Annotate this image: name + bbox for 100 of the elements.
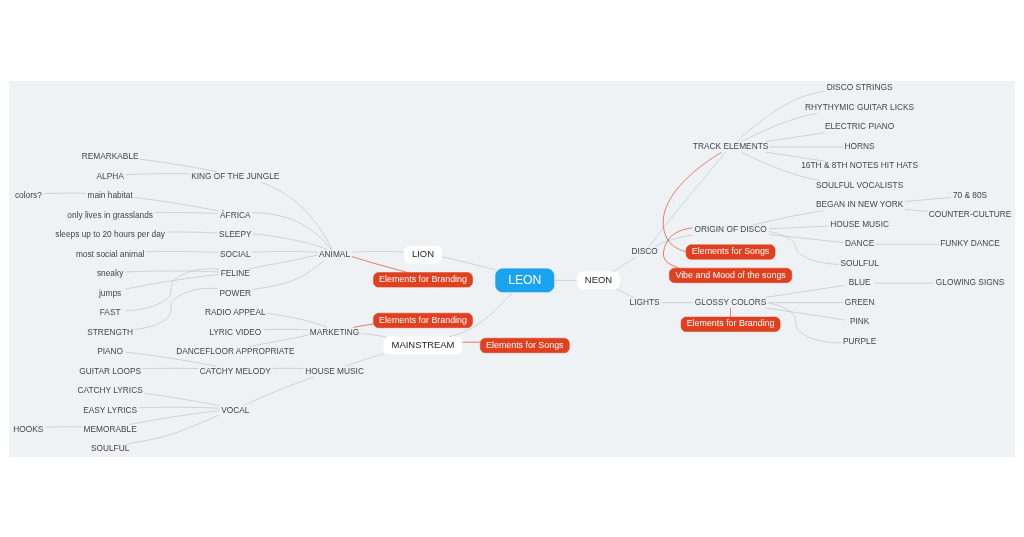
node-text: GREEN: [844, 296, 875, 307]
node-box: MAINSTREAM: [383, 336, 463, 354]
connector: [146, 250, 219, 253]
node-text: BLUE: [848, 276, 871, 287]
node-text: DISCO: [631, 245, 658, 256]
node-box: Elements for Branding: [373, 271, 473, 287]
node-text: HORNS: [844, 140, 875, 151]
connector: [261, 181, 333, 250]
node-text: ELECTRIC PIANO: [824, 120, 895, 131]
node-text: SOCIAL: [220, 248, 251, 259]
node-text: LIGHTS: [629, 296, 660, 307]
connector: [262, 328, 309, 330]
connector: [134, 287, 219, 330]
connector: [126, 414, 220, 445]
node-text: CATCHY LYRICS: [77, 384, 143, 395]
node-box: Vibe and Mood of the songs: [669, 267, 793, 283]
connector: [124, 273, 220, 290]
connector: [144, 392, 220, 406]
node-text: FUNKY DANCE: [940, 237, 1000, 248]
node-text: PINK: [849, 315, 870, 326]
connector: [344, 352, 384, 367]
node-text: EASY LYRICS: [83, 404, 138, 414]
node-text: ORIGIN OF DISCO: [694, 223, 767, 234]
node-text: FAST: [99, 306, 121, 317]
connector: [266, 312, 328, 328]
node-text: KING OF THE JUNGLE: [191, 170, 280, 181]
connector: [441, 256, 496, 270]
connector: [351, 255, 408, 273]
node-text: 16TH & 8TH NOTES HIT HATS: [801, 159, 919, 170]
node-box: LEON: [495, 267, 555, 292]
node-text: colors?: [14, 189, 42, 200]
connector: [765, 307, 845, 320]
node-text: TRACK ELEMENTS: [692, 140, 769, 151]
node-text: 70 & 80S: [952, 189, 988, 200]
connector: [736, 90, 826, 142]
connector: [352, 323, 374, 328]
node-text: FELINE: [220, 267, 250, 278]
node-box: NEON: [576, 271, 621, 289]
connector: [741, 151, 821, 181]
connector: [351, 250, 405, 252]
node-text: MEMORABLE: [83, 423, 137, 434]
connector: [360, 332, 387, 337]
node-box: Elements for Songs: [685, 244, 776, 260]
node-text: SOULFUL: [840, 257, 879, 268]
connector: [248, 334, 309, 347]
node-box: LION: [403, 245, 443, 264]
connector: [139, 158, 217, 172]
connector: [663, 151, 722, 252]
connector: [252, 259, 326, 290]
node-text: GLOSSY COLORS: [694, 296, 767, 307]
connector: [248, 254, 318, 269]
connector: [654, 234, 693, 247]
connector: [752, 209, 824, 225]
connector: [768, 233, 844, 243]
connector: [462, 341, 481, 343]
node-text: STRENGTH: [87, 326, 134, 337]
node-text: only lives in grasslands: [67, 209, 153, 220]
node-text: CATCHY MELODY: [199, 365, 271, 376]
node-text: GUITAR LOOPS: [79, 365, 142, 376]
connector: [730, 307, 731, 317]
node-text: ANIMAL: [319, 248, 351, 259]
node-text: SOULFUL VOCALISTS: [816, 179, 904, 190]
node-box: Elements for Branding: [680, 316, 781, 332]
connector: [768, 230, 840, 265]
node-text: HOUSE MUSIC: [305, 365, 364, 376]
connector: [765, 284, 845, 298]
node-text: VOCAL: [221, 404, 250, 414]
connector: [768, 302, 842, 343]
node-text: RADIO APPEAL: [204, 306, 266, 317]
connector: [904, 196, 952, 202]
node-text: SOULFUL: [90, 442, 130, 453]
connector: [612, 256, 636, 272]
node-text: RHYTHYMIC GUITAR LICKS: [805, 101, 915, 112]
connector: [648, 151, 726, 247]
node-box: Elements for Songs: [480, 337, 570, 353]
connector: [154, 211, 219, 214]
node-text: PURPLE: [842, 335, 877, 346]
node-text: GLOWING SIGNS: [935, 276, 1005, 287]
node-text: LYRIC VIDEO: [209, 326, 262, 337]
node-text: POWER: [219, 287, 252, 298]
node-text: DISCO STRINGS: [826, 81, 893, 92]
node-text: COUNTER-CULTURE: [928, 208, 1012, 219]
node-text: HOUSE MUSIC: [830, 218, 890, 229]
connector: [663, 227, 693, 268]
node-text: REMARKABLE: [81, 150, 139, 161]
node-text: ÁFRICA: [220, 209, 251, 220]
node-text: jumps: [99, 287, 122, 298]
node-text: DANCE: [845, 237, 875, 248]
connector: [252, 211, 332, 250]
node-text: sleeps up to 20 hours per day: [55, 228, 165, 239]
connector: [252, 233, 328, 250]
connector: [251, 250, 318, 253]
node-text: main habitat: [87, 189, 133, 200]
connector: [124, 267, 220, 311]
node-text: BEGAN IN NEW YORK: [815, 198, 904, 209]
node-text: most social animal: [75, 248, 145, 259]
node-text: HOOKS: [13, 423, 44, 434]
connector: [128, 409, 220, 425]
node-text: ALPHA: [96, 170, 124, 181]
connector: [449, 291, 513, 337]
